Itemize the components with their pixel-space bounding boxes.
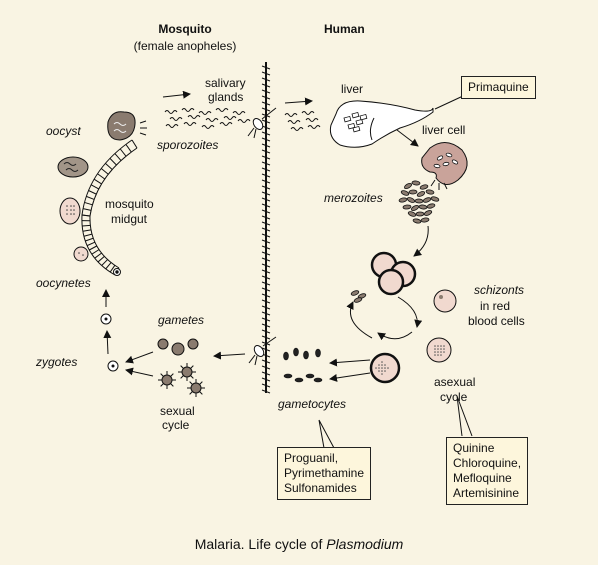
primaquine-text: Primaquine [468, 80, 529, 94]
arrow-to-salivary-glands [162, 90, 191, 99]
female-gametes [157, 338, 199, 356]
sexual-cycle-label-2: cycle [162, 418, 190, 432]
merozoites-cluster [398, 180, 440, 224]
gametes-label: gametes [158, 313, 205, 327]
midgut-label-2: midgut [111, 212, 148, 226]
gametocyte-cell-icon [369, 352, 401, 384]
merozoites-label: merozoites [324, 191, 383, 205]
drug-mefloquine: Mefloquine [453, 471, 512, 485]
asexual-cycle-arrow-bottom [377, 331, 413, 341]
asexual-cycle-arrow-right [397, 296, 423, 328]
liver-label: liver [341, 82, 364, 96]
schizonts-label-1: schizonts [474, 283, 525, 297]
arrow-to-gametocytes-upper [329, 358, 371, 367]
drug-sulfonamides: Sulfonamides [284, 481, 357, 495]
midgut-wall [81, 139, 138, 276]
ring-merozoites [350, 290, 367, 303]
arrow-gametes-to-zygote [125, 367, 154, 377]
arrow-to-gametocytes-lower [329, 372, 371, 382]
oocynete-icon [73, 246, 89, 262]
mosquito-head-upper-icon [247, 107, 277, 139]
sporozoite-squiggles-mosquito [164, 108, 251, 129]
arrow-merozoites-to-blood-cells [413, 225, 429, 257]
caption-prefix: Malaria. Life cycle of [194, 536, 327, 552]
liver-cell-icon [421, 142, 468, 190]
ookinete-icon [100, 313, 112, 325]
human-header: Human [324, 22, 365, 36]
mature-schizont-cell-icon [426, 337, 452, 363]
caption-species: Plasmodium [326, 536, 404, 552]
mosquito-subheader: (female anopheles) [133, 39, 237, 53]
asexual-cycle-arrow-left [346, 301, 373, 339]
gametocytes-cluster [283, 347, 323, 383]
liver-icon [329, 100, 434, 148]
zygotes-label: zygotes [36, 355, 78, 369]
schizont-drugs-pointer [456, 395, 473, 437]
schizont-drugs-box: Quinine Chloroquine, Mefloquine Artemisi… [446, 437, 529, 505]
sporozoite-squiggles-human [284, 111, 321, 131]
oocyst-small-icon [59, 197, 81, 225]
arrow-gametocytes-to-mosquito [213, 351, 246, 360]
schizont-cell-icon [433, 289, 457, 313]
drug-pyrimethamine: Pyrimethamine [284, 466, 365, 480]
drug-artemisinine: Artemisinine [453, 486, 520, 500]
gametocyte-drugs-box: Proguanil, Pyrimethamine Sulfonamides [277, 447, 372, 500]
asexual-cycle-label-2: cycle [440, 390, 468, 404]
gametocyte-drugs-pointer [318, 419, 335, 449]
arrow-sporozoites-to-liver [284, 97, 313, 106]
arrow-gametes-to-zygote-upper [125, 351, 154, 364]
red-blood-cells-cluster [370, 251, 417, 296]
liver-cell-label: liver cell [422, 123, 466, 137]
oocyst-large-icon [107, 111, 147, 141]
midgut-label-1: mosquito [105, 197, 154, 211]
drug-proguanil: Proguanil, [284, 451, 339, 465]
salivary-label-2: glands [208, 90, 244, 104]
figure-caption: Malaria. Life cycle of Plasmodium [0, 536, 598, 552]
oocyst-label: oocyst [46, 124, 81, 138]
mosquito-human-divider [261, 62, 271, 394]
arrow-zygote-to-ookinete [103, 330, 112, 355]
male-gametes [158, 363, 205, 397]
schizonts-label-3: blood cells [468, 314, 525, 328]
drug-quinine: Quinine [453, 441, 495, 455]
sporozoites-label: sporozoites [157, 138, 219, 152]
mosquito-header: Mosquito [158, 22, 212, 36]
sexual-cycle-label-1: sexual [160, 404, 195, 418]
salivary-label-1: salivary [205, 76, 246, 90]
arrow-liver-to-liver-cell [396, 129, 419, 147]
gametocytes-label: gametocytes [278, 397, 347, 411]
asexual-cycle-label-1: asexual [434, 375, 476, 389]
primaquine-pointer [434, 95, 464, 110]
oocyst-medium-icon [57, 156, 89, 178]
primaquine-box: Primaquine [461, 76, 536, 99]
schizonts-label-2: in red [480, 299, 511, 313]
zygote-icon [107, 360, 119, 372]
mosquito-head-lower-icon [248, 336, 277, 366]
drug-chloroquine: Chloroquine, [453, 456, 522, 470]
oocynetes-label: oocynetes [36, 276, 91, 290]
